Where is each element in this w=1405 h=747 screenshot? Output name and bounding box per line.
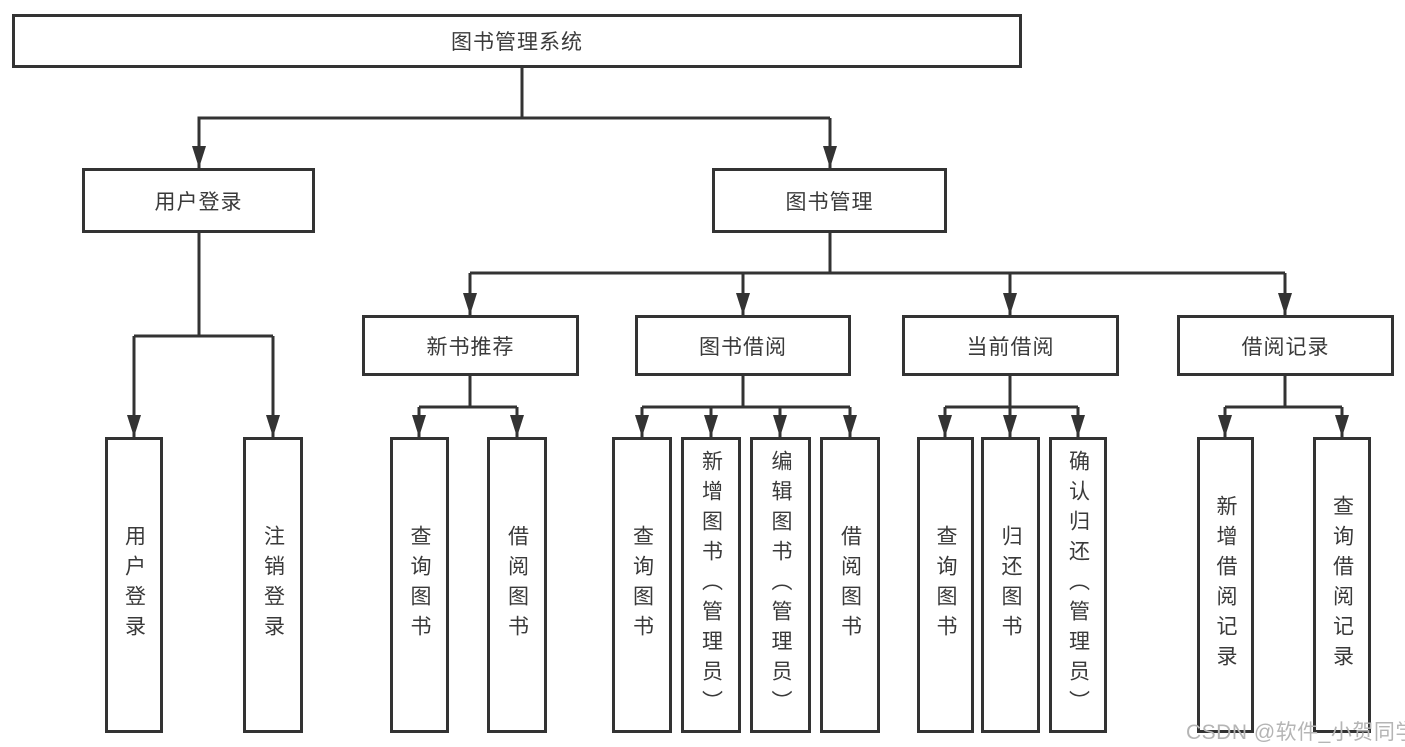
leaf-search-books-borrow: 查询图书 [612, 437, 672, 733]
leaf-add-borrow-record: 新增借阅记录 [1197, 437, 1254, 733]
leaf-logout: 注销登录 [243, 437, 303, 733]
leaf-search-books-recommend: 查询图书 [390, 437, 449, 733]
connector-borrow-bar [642, 376, 850, 409]
csdn-watermark: CSDN @软件_小贺同学 [1186, 721, 1405, 744]
leaf-confirm-return-admin: 确认归还（管理员） [1049, 437, 1107, 733]
connector-new-rec-bar [419, 376, 517, 409]
node-book-management: 图书管理 [712, 168, 947, 233]
node-root: 图书管理系统 [12, 14, 1022, 68]
leaf-confirm-return-admin-label: 确认归还（管理员） [1066, 450, 1090, 720]
connector-records-bar [1225, 376, 1342, 409]
connector-current-bar [945, 376, 1078, 409]
node-current-borrowing-label: 当前借阅 [966, 335, 1055, 359]
node-borrowing-records-label: 借阅记录 [1241, 335, 1330, 359]
node-book-borrowing-label: 图书借阅 [699, 335, 787, 359]
node-user-login: 用户登录 [82, 168, 315, 233]
node-borrowing-records: 借阅记录 [1177, 315, 1394, 376]
node-current-borrowing: 当前借阅 [902, 315, 1119, 376]
leaf-search-books-recommend-label: 查询图书 [408, 525, 431, 645]
leaf-search-borrow-record: 查询借阅记录 [1313, 437, 1371, 733]
leaf-edit-books-admin-label: 编辑图书（管理员） [769, 450, 792, 720]
leaf-borrow-books: 借阅图书 [820, 437, 880, 733]
leaf-user-login-label: 用户登录 [122, 525, 146, 645]
node-new-book-recommend: 新书推荐 [362, 315, 579, 376]
connector-user-login-bar [134, 233, 273, 338]
leaf-logout-label: 注销登录 [261, 525, 285, 645]
node-root-label: 图书管理系统 [451, 31, 583, 54]
node-book-management-label: 图书管理 [785, 190, 874, 214]
connector-book-mgmt-bar [470, 233, 1285, 275]
leaf-add-books-admin-label: 新增图书（管理员） [699, 450, 723, 720]
leaf-user-login: 用户登录 [105, 437, 163, 733]
leaf-return-books: 归还图书 [981, 437, 1040, 733]
leaf-borrow-books-recommend: 借阅图书 [487, 437, 547, 733]
leaf-borrow-books-recommend-label: 借阅图书 [505, 525, 529, 645]
leaf-search-books-current-label: 查询图书 [934, 525, 957, 645]
leaf-borrow-books-label: 借阅图书 [838, 525, 862, 645]
leaf-search-books-borrow-label: 查询图书 [630, 525, 654, 645]
node-book-borrowing: 图书借阅 [635, 315, 851, 376]
leaf-add-borrow-record-label: 新增借阅记录 [1214, 495, 1237, 675]
leaf-search-books-current: 查询图书 [917, 437, 974, 733]
leaf-edit-books-admin: 编辑图书（管理员） [750, 437, 811, 733]
leaf-return-books-label: 归还图书 [999, 525, 1022, 645]
node-user-login-label: 用户登录 [154, 190, 243, 214]
leaf-search-borrow-record-label: 查询借阅记录 [1330, 495, 1354, 675]
connector-root-bar [197, 68, 830, 120]
node-new-book-recommend-label: 新书推荐 [426, 335, 515, 359]
leaf-add-books-admin: 新增图书（管理员） [681, 437, 741, 733]
